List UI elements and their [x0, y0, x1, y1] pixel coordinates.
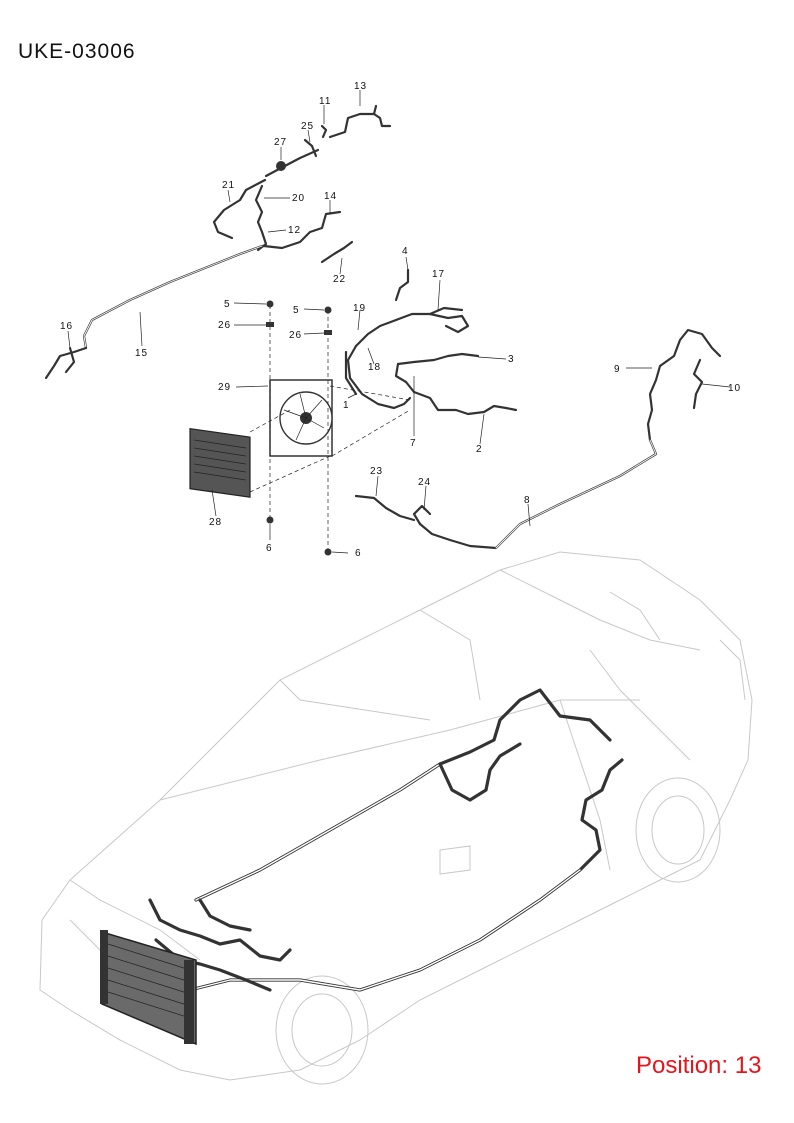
part-27-connector[interactable] [264, 148, 320, 178]
callout-17: 17 [432, 269, 445, 280]
callout-20: 20 [292, 193, 305, 204]
mount-parts[interactable] [266, 300, 332, 556]
callout-6-left: 6 [266, 543, 273, 554]
part-3-hose[interactable] [396, 352, 480, 366]
callout-28: 28 [209, 517, 222, 528]
part-24-hose[interactable] [412, 504, 432, 526]
part-7-hose[interactable] [394, 362, 416, 394]
part-19-hose[interactable] [354, 318, 398, 348]
callout-24: 24 [418, 477, 431, 488]
callout-18: 18 [368, 362, 381, 373]
callout-5-right: 5 [293, 305, 300, 316]
callout-22: 22 [333, 274, 346, 285]
callout-27: 27 [274, 137, 287, 148]
part-20-hose[interactable] [254, 184, 264, 234]
part-8-pipe[interactable] [418, 438, 658, 550]
part-18-hose[interactable] [346, 344, 412, 410]
part-4-hose[interactable] [394, 268, 410, 302]
part-14-hose[interactable] [262, 210, 342, 250]
position-label: Position: 13 [636, 1052, 762, 1079]
part-1-hose[interactable] [344, 350, 358, 396]
callout-23: 23 [370, 466, 383, 477]
diagram-id: UKE-03006 [18, 40, 136, 63]
callout-11: 11 [319, 96, 331, 107]
callout-10: 10 [728, 383, 741, 394]
part-22-connector[interactable] [320, 240, 354, 264]
callout-19: 19 [353, 303, 366, 314]
installed-radiator [100, 930, 197, 1046]
callout-6-right: 6 [355, 548, 362, 559]
part-23-hose[interactable] [354, 494, 416, 522]
callout-26-left: 26 [218, 320, 231, 331]
callout-29: 29 [218, 382, 231, 393]
callout-26-right: 26 [289, 330, 302, 341]
callout-4: 4 [402, 246, 409, 257]
callout-15: 15 [135, 348, 148, 359]
part-21-hose[interactable] [212, 178, 267, 240]
exploded-view: 13 11 25 27 21 20 14 12 22 4 17 19 18 3 … [44, 81, 741, 559]
callout-13: 13 [354, 81, 367, 92]
part-13-hose[interactable] [328, 104, 392, 139]
part-11-clip[interactable] [320, 124, 328, 139]
callout-14: 14 [324, 191, 337, 202]
callout-2: 2 [476, 444, 483, 455]
callout-7: 7 [410, 438, 417, 449]
part-17-hose[interactable] [394, 306, 470, 334]
part-28-radiator[interactable] [189, 428, 251, 498]
part-2-hose[interactable] [412, 390, 518, 416]
callout-21: 21 [222, 180, 235, 191]
part-16-hose[interactable] [44, 346, 88, 380]
callout-1: 1 [343, 400, 350, 411]
callout-5-left: 5 [224, 299, 231, 310]
part-12-connector[interactable] [256, 230, 268, 252]
callout-9: 9 [614, 364, 621, 375]
assembly-lines [249, 305, 411, 552]
part-9-hose[interactable] [646, 328, 722, 442]
callout-3: 3 [508, 354, 515, 365]
part-15-pipe[interactable] [82, 244, 264, 350]
part-29-fan-shroud[interactable] [269, 379, 333, 457]
leader-lines [67, 90, 731, 554]
callout-8: 8 [524, 495, 531, 506]
installed-hoses [148, 688, 624, 992]
callout-16: 16 [60, 321, 73, 332]
part-10-hose[interactable] [692, 358, 704, 410]
callout-12: 12 [288, 225, 301, 236]
callout-25: 25 [301, 121, 314, 132]
